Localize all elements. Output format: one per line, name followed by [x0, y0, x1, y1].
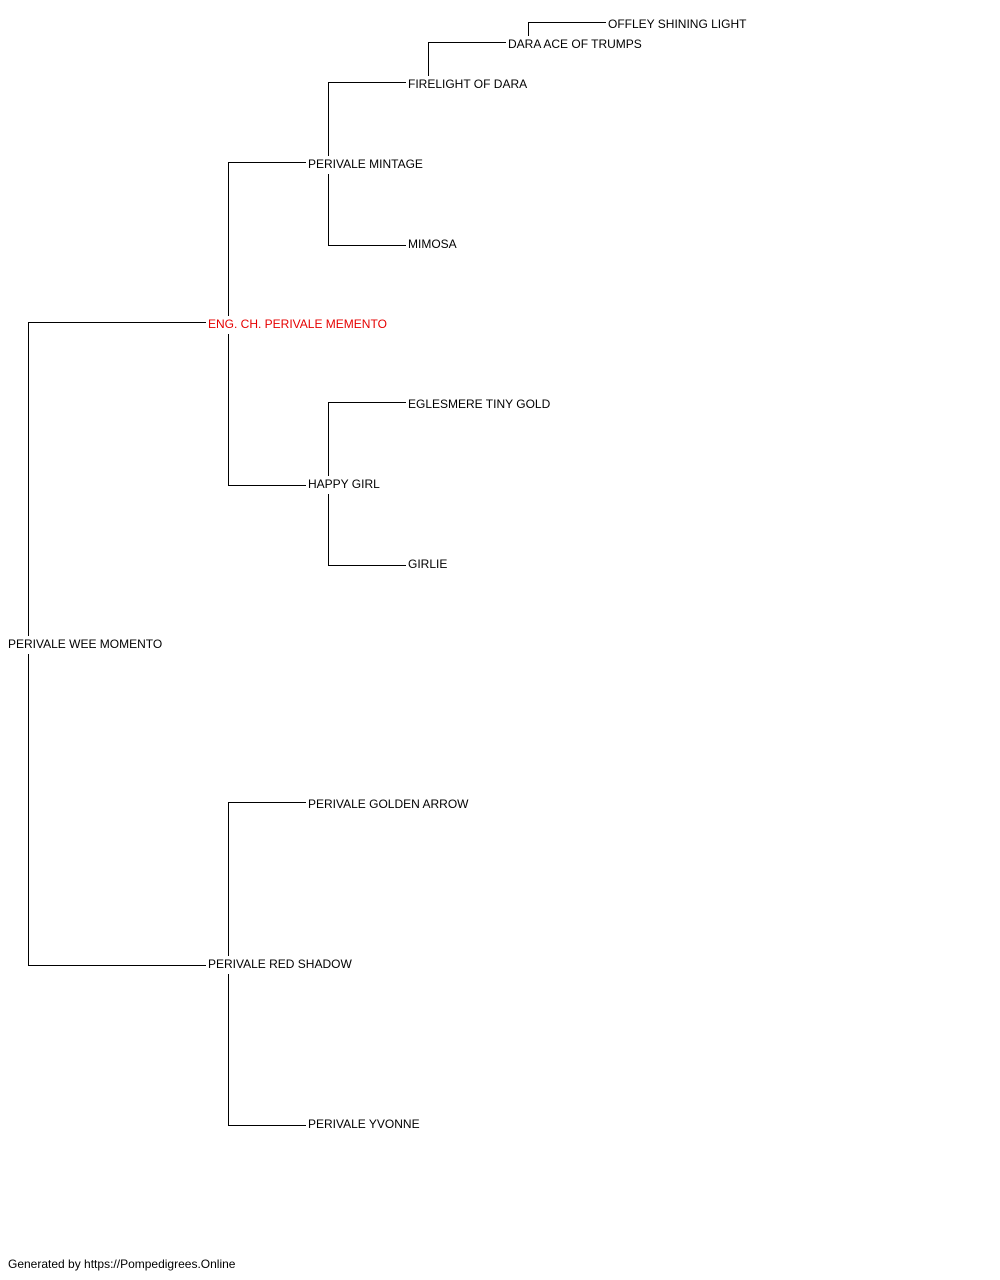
connector-line [228, 162, 306, 163]
connector-line [328, 82, 329, 156]
sire-dam-dam[interactable]: GIRLIE [408, 557, 448, 571]
dam-dam[interactable]: PERIVALE YVONNE [308, 1117, 420, 1131]
sire-dam-sire[interactable]: EGLESMERE TINY GOLD [408, 397, 551, 411]
connector-line [328, 174, 329, 245]
connector-line [228, 485, 306, 486]
connector-line [28, 654, 29, 965]
connector-line [228, 974, 229, 1125]
sire-sire-sire-sire-sire[interactable]: OFFLEY SHINING LIGHT [608, 17, 747, 31]
sire-sire-sire[interactable]: FIRELIGHT OF DARA [408, 77, 528, 91]
connector-line [328, 494, 329, 565]
connector-line [328, 245, 406, 246]
connector-line [328, 402, 406, 403]
dam[interactable]: PERIVALE RED SHADOW [208, 957, 352, 971]
connector-line [228, 802, 306, 803]
connector-line [328, 402, 329, 476]
dam-sire[interactable]: PERIVALE GOLDEN ARROW [308, 797, 469, 811]
connector-line [528, 22, 529, 36]
connector-line [428, 42, 506, 43]
connector-line [28, 322, 29, 636]
connector-line [228, 802, 229, 956]
connector-line [528, 22, 606, 23]
subject-dog[interactable]: PERIVALE WEE MOMENTO [8, 637, 163, 651]
connector-line [328, 565, 406, 566]
footer-credit: Generated by https://Pompedigrees.Online [8, 1257, 236, 1271]
connector-line [228, 162, 229, 316]
connector-line [28, 965, 206, 966]
sire[interactable]: ENG. CH. PERIVALE MEMENTO [208, 317, 387, 331]
sire-sire-sire-sire[interactable]: DARA ACE OF TRUMPS [508, 37, 642, 51]
connector-line [228, 1125, 306, 1126]
connector-line [328, 82, 406, 83]
sire-sire-dam[interactable]: MIMOSA [408, 237, 457, 251]
connector-line [428, 42, 429, 76]
connector-line [228, 334, 229, 485]
sire-dam[interactable]: HAPPY GIRL [308, 477, 380, 491]
sire-sire[interactable]: PERIVALE MINTAGE [308, 157, 423, 171]
connector-line [28, 322, 206, 323]
